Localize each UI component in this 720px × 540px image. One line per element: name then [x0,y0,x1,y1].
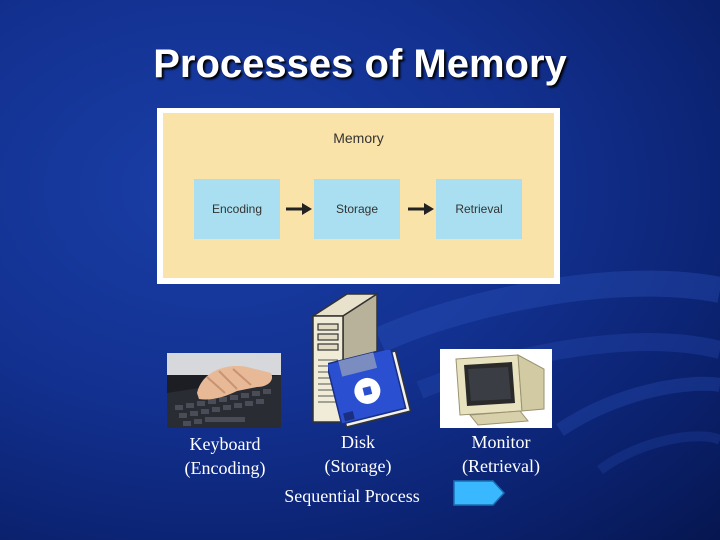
memory-diagram: Memory Encoding Storage Retrieval [157,108,560,284]
monitor-label-line2: (Retrieval) [462,456,540,476]
stage-storage: Storage [314,179,400,239]
monitor-photo [440,349,552,428]
keyboard-label-line1: Keyboard [189,434,261,454]
stage-retrieval: Retrieval [436,179,522,239]
disk-label: Disk (Storage) [303,430,413,478]
monitor-label: Monitor (Retrieval) [446,430,556,478]
floppy-disk-icon [328,350,412,428]
keyboard-label-line2: (Encoding) [184,458,266,478]
monitor-label-line1: Monitor [471,432,531,452]
stage-arrow-icon [286,203,312,215]
memory-diagram-background: Memory Encoding Storage Retrieval [163,113,554,278]
right-arrow-icon [453,480,505,506]
keyboard-label: Keyboard (Encoding) [170,432,280,480]
keyboard-photo [167,353,281,428]
slide-title: Processes of Memory [153,42,567,86]
disk-label-line2: (Storage) [324,456,392,476]
stage-encoding: Encoding [194,179,280,239]
sequential-process-caption: Sequential Process [284,486,420,506]
stage-arrow-icon [408,203,434,215]
memory-diagram-title: Memory [333,130,384,146]
disk-label-line1: Disk [340,432,375,452]
